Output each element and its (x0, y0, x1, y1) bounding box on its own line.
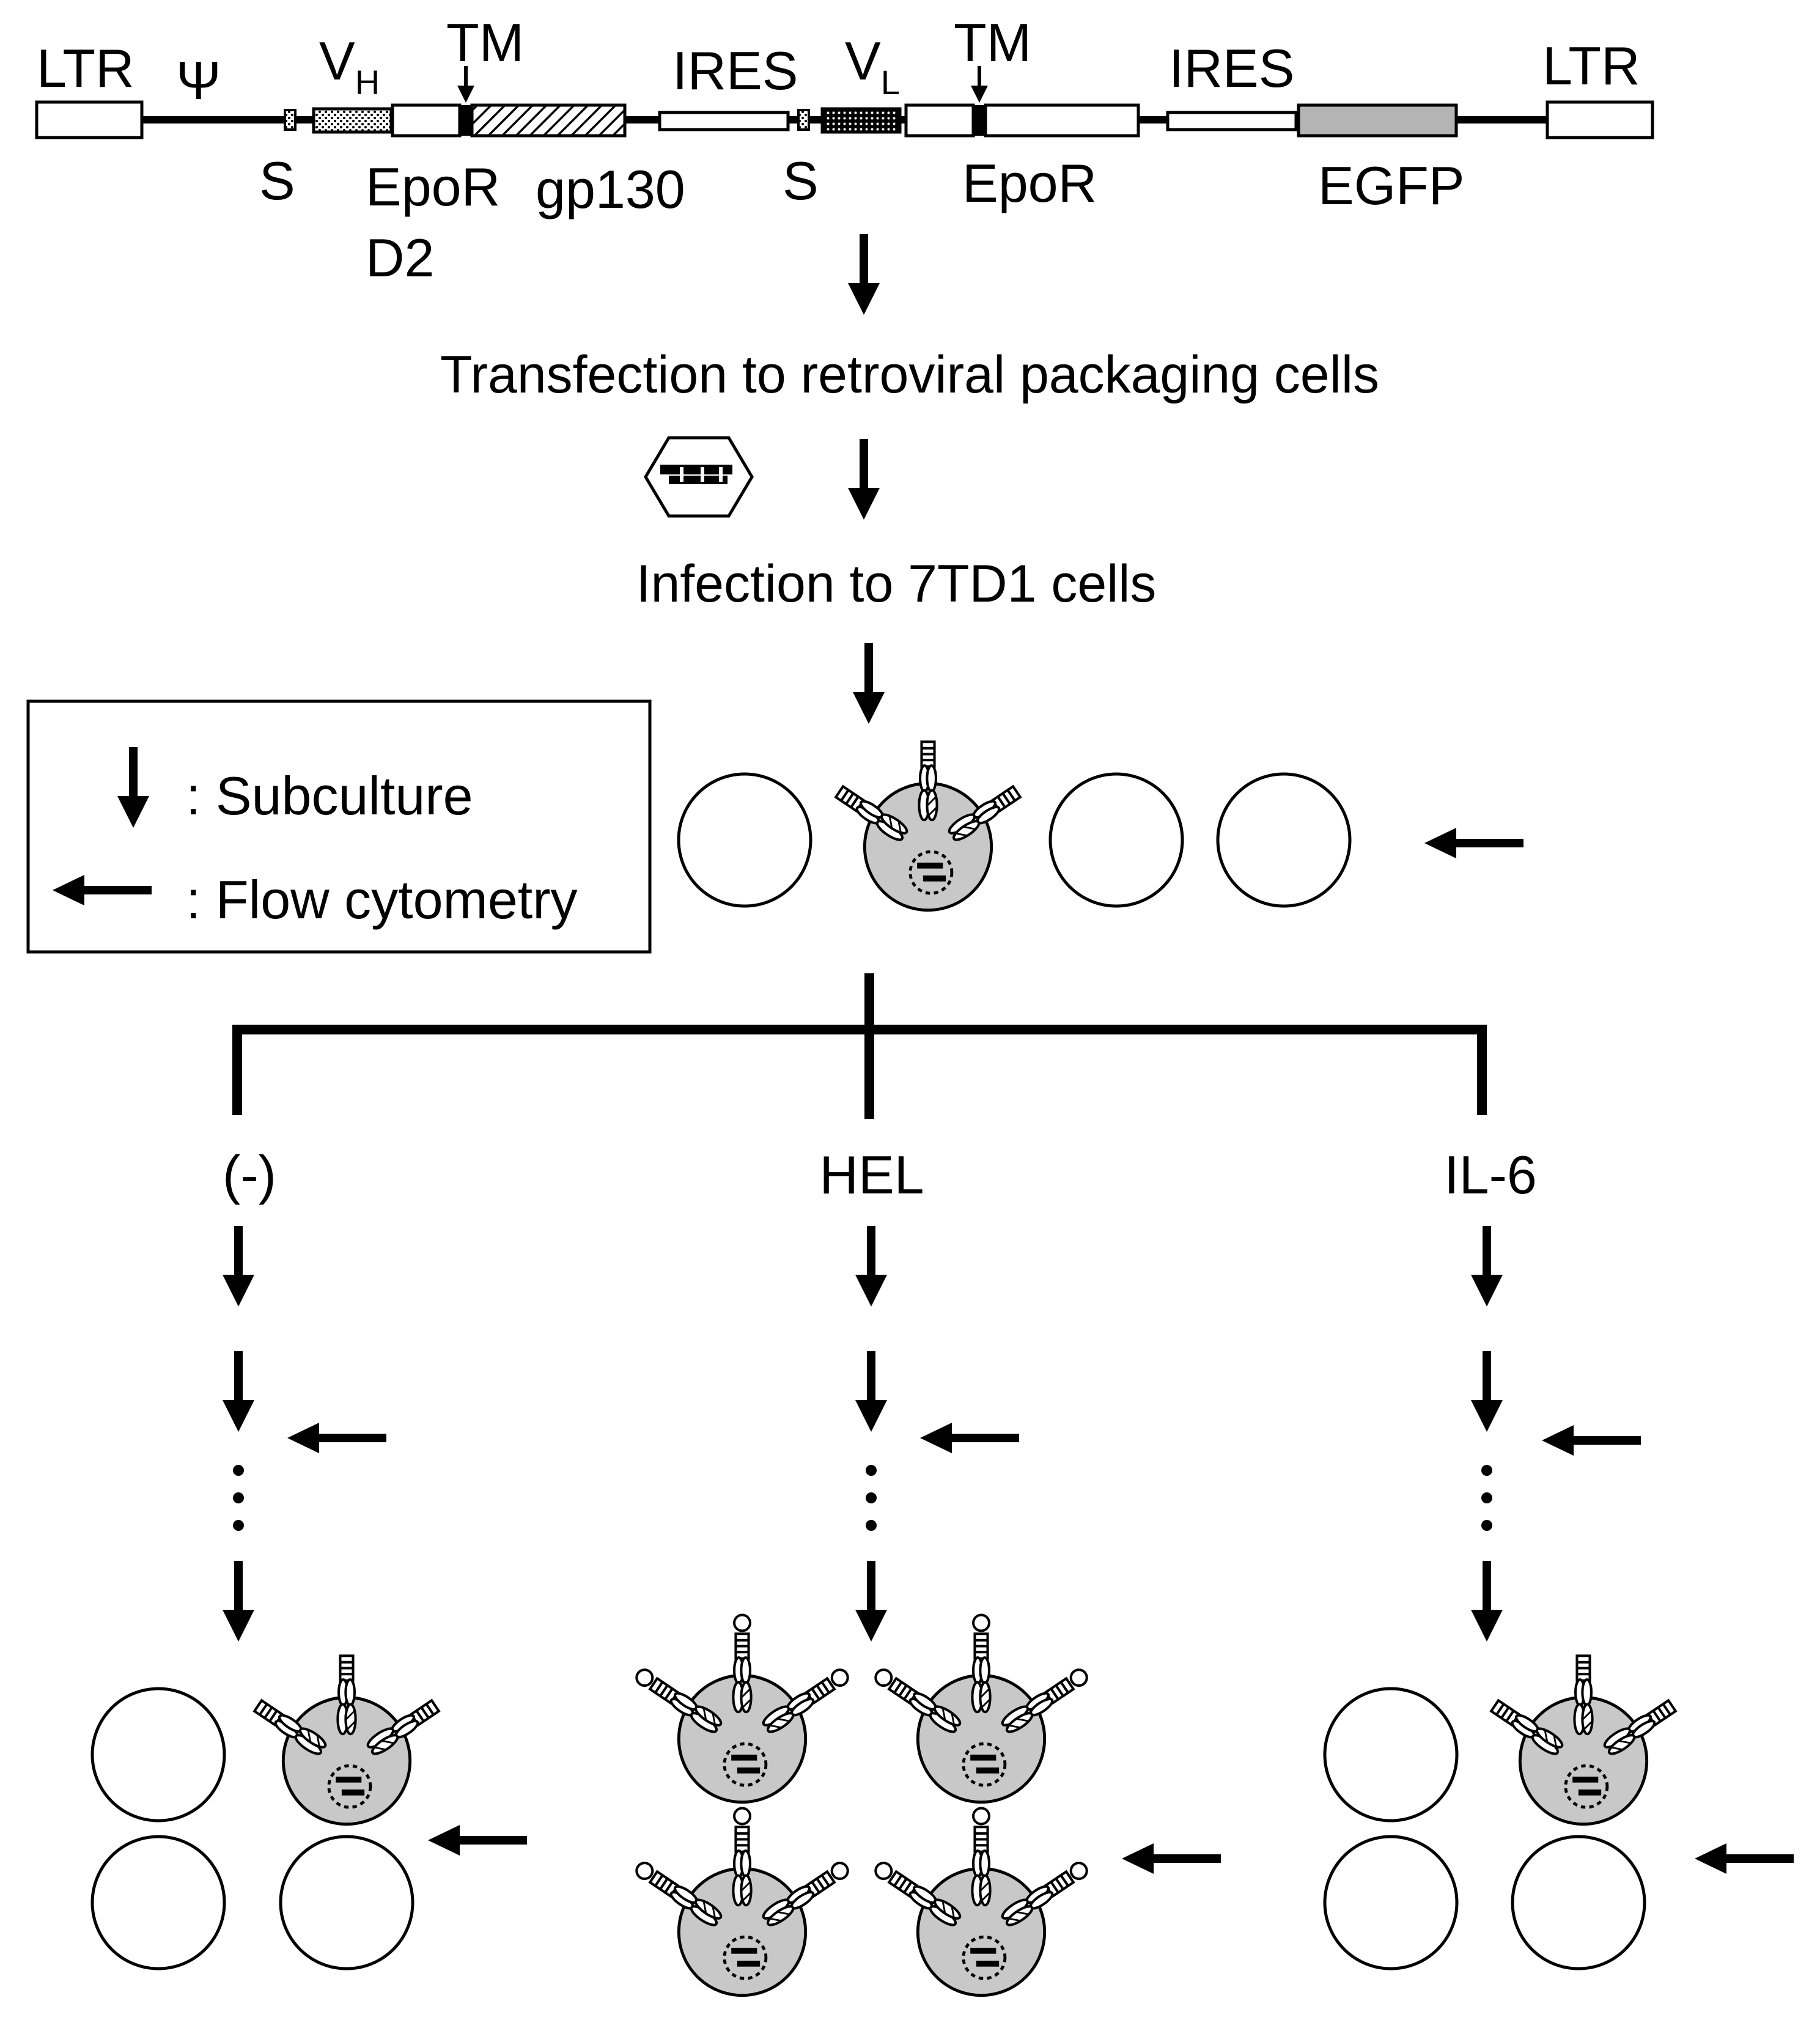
tm-2-arrow-icon (971, 66, 988, 103)
vl-label: VL (845, 31, 900, 101)
epor-box-left (904, 103, 975, 138)
tm-2-box (973, 105, 986, 136)
uninfected-cell (677, 772, 812, 908)
subculture-arrow-icon (855, 1226, 887, 1307)
transfection-step-label: Transfection to retroviral packaging cel… (440, 345, 1379, 404)
ltr-left-label: LTR (37, 38, 134, 98)
ltr-right-label: LTR (1542, 35, 1640, 96)
continuation-dot (233, 1520, 244, 1531)
continuation-dot (1481, 1465, 1492, 1476)
uninfected-cell (1323, 1835, 1459, 1970)
subculture-arrow-icon (1471, 1226, 1503, 1307)
subculture-arrow-icon (1471, 1351, 1503, 1432)
subculture-arrow-1-icon (848, 234, 880, 315)
egfp-label: EGFP (1318, 155, 1465, 216)
subculture-arrow-icon (223, 1351, 254, 1432)
flow-cytometry-arrow-icon (1542, 1425, 1641, 1456)
retrovirus-particle-icon (644, 436, 754, 518)
uninfected-cell (90, 1687, 226, 1823)
vh-label: VH (319, 31, 380, 101)
legend-flow-label: : Flow cytometry (186, 869, 578, 930)
condition-none-column (90, 1226, 527, 1970)
branch-bracket (232, 973, 1487, 1119)
epor-box-right (984, 103, 1140, 138)
continuation-dot (233, 1492, 244, 1503)
hel-bound-cell-icon (633, 1615, 851, 1804)
ires-1-label: IRES (672, 40, 798, 101)
condition-hel-column (633, 1226, 1221, 1997)
hel-bound-cell-icon (633, 1808, 851, 1997)
transduced-cell-icon (253, 1656, 440, 1826)
condition-none-label: (-) (223, 1145, 276, 1205)
transduced-cell-icon (834, 742, 1022, 912)
subculture-arrow-icon (855, 1561, 887, 1642)
continuation-dot (233, 1465, 244, 1476)
signal-peptide-2-box (797, 109, 810, 131)
epor-d2-label-line2: D2 (366, 227, 435, 288)
epor-d2-label-line1: EpoR (366, 157, 500, 217)
epor-label: EpoR (962, 153, 1097, 213)
uninfected-cell (279, 1835, 414, 1970)
transduced-cell-icon (1490, 1656, 1677, 1826)
flow-cytometry-arrow-icon (1695, 1843, 1794, 1874)
tm-1-box (460, 105, 472, 136)
condition-il6-label: IL-6 (1444, 1145, 1537, 1205)
continuation-dot (866, 1465, 877, 1476)
continuation-dot (866, 1492, 877, 1503)
ires-2-label: IRES (1169, 38, 1294, 98)
s-1-label: S (259, 150, 295, 211)
subculture-arrow-icon (1471, 1561, 1503, 1642)
flow-cytometry-arrow-icon (287, 1423, 386, 1453)
gp130-box (470, 103, 627, 138)
tm-1-arrow-icon (457, 66, 474, 103)
subculture-arrow-icon (855, 1351, 887, 1432)
continuation-dot (1481, 1520, 1492, 1531)
uninfected-cell (1216, 772, 1352, 908)
continuation-dot (1481, 1492, 1492, 1503)
gp130-label: gp130 (536, 159, 685, 219)
uninfected-cell (1511, 1835, 1646, 1970)
vl-box (820, 107, 902, 134)
egfp-box (1297, 103, 1458, 138)
tm-1-label: TM (446, 12, 524, 73)
flow-cytometry-arrow-icon (428, 1825, 527, 1856)
continuation-dot (866, 1520, 877, 1531)
subculture-arrow-icon (223, 1561, 254, 1642)
subculture-arrow-3-icon (853, 643, 885, 724)
legend-subculture-label: : Subculture (186, 765, 473, 826)
ltr-left-box (35, 100, 144, 139)
flow-cytometry-arrow-icon (1122, 1843, 1221, 1874)
ltr-right-box (1546, 100, 1654, 139)
flow-cytometry-arrow-icon (920, 1423, 1019, 1453)
ires-2-box (1166, 111, 1298, 131)
epor-d2-box (391, 103, 462, 138)
signal-peptide-1-box (284, 109, 297, 131)
tm-2-label: TM (954, 12, 1031, 73)
initial-cell-population (677, 742, 1352, 912)
condition-hel-label: HEL (819, 1145, 924, 1205)
subculture-arrow-2-icon (848, 439, 880, 520)
psi-label: Ψ (176, 50, 221, 111)
uninfected-cell (1323, 1687, 1459, 1823)
uninfected-cell (90, 1835, 226, 1970)
legend-box: : Subculture : Flow cytometry (26, 699, 652, 954)
condition-il6-column (1323, 1226, 1794, 1970)
vh-box (312, 107, 393, 134)
ires-1-box (658, 111, 790, 131)
uninfected-cell (1048, 772, 1184, 908)
retroviral-construct: LTR Ψ VH TM IRES VL TM IRES LTR S EpoR D… (35, 12, 1654, 288)
infection-step-label: Infection to 7TD1 cells (636, 555, 1157, 613)
s-2-label: S (783, 150, 819, 211)
flow-cytometry-arrow-1-icon (1424, 828, 1523, 858)
subculture-arrow-icon (223, 1226, 254, 1307)
hel-bound-cell-icon (872, 1615, 1090, 1804)
hel-bound-cell-icon (872, 1808, 1090, 1997)
